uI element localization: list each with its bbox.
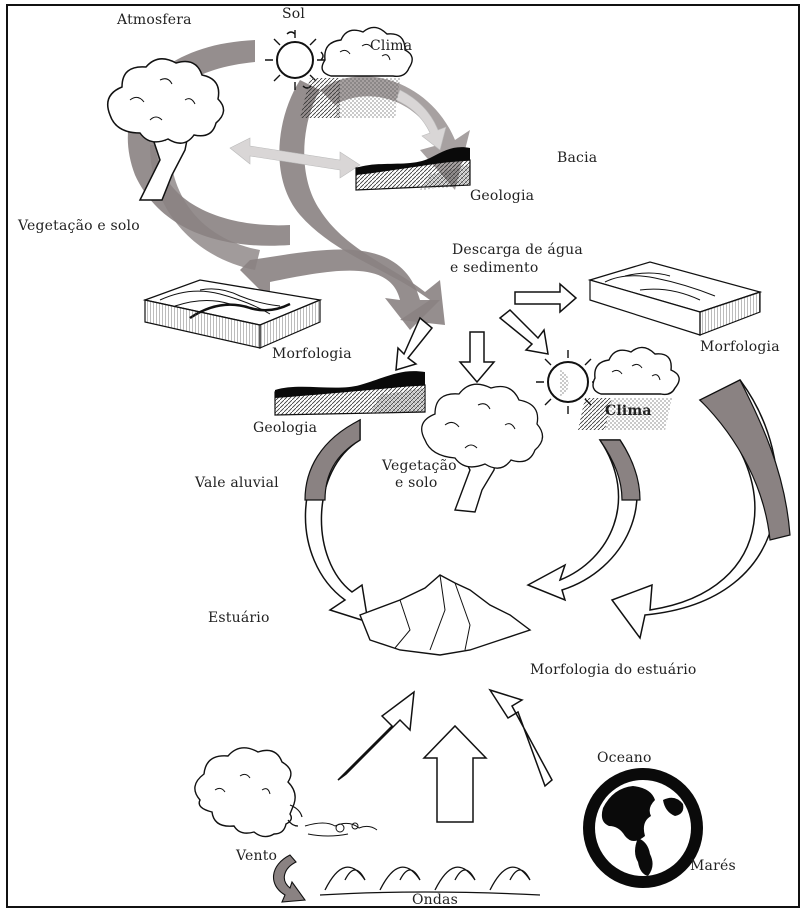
label-vegetacao-line2: e solo bbox=[395, 475, 438, 491]
label-descarga-line1: Descarga de água bbox=[452, 242, 583, 258]
label-vegetacao-solo-top: Vegetação e solo bbox=[18, 218, 140, 234]
label-morfologia-left: Morfologia bbox=[272, 346, 352, 362]
waves-icon bbox=[319, 866, 541, 896]
bottom-arrows bbox=[337, 688, 553, 823]
label-oceano: Oceano bbox=[597, 750, 652, 766]
label-sol: Sol bbox=[282, 6, 306, 22]
vegetation-geology-arrow bbox=[229, 137, 361, 179]
label-vento: Vento bbox=[236, 848, 278, 864]
morphology-right-block bbox=[587, 261, 763, 336]
terrain-block-geology-mid bbox=[274, 371, 426, 416]
tree-icon bbox=[107, 58, 225, 201]
wind-face-icon bbox=[194, 747, 378, 838]
label-mares: Marés bbox=[690, 858, 736, 874]
sun-icon bbox=[265, 30, 325, 90]
cloud-rain-icon-mid bbox=[578, 346, 680, 430]
label-morfologia-right: Morfologia bbox=[700, 339, 780, 355]
label-descarga-line2: e sedimento bbox=[450, 260, 539, 276]
cloud-rain-icon bbox=[300, 26, 413, 118]
mountain-icon bbox=[359, 574, 532, 656]
terrain-block-icon bbox=[355, 147, 471, 191]
wind-to-waves-arrow bbox=[273, 854, 307, 903]
label-morfologia-estuario: Morfologia do estuário bbox=[530, 662, 697, 678]
label-bacia: Bacia bbox=[557, 150, 598, 166]
label-geologia-top: Geologia bbox=[470, 188, 535, 204]
label-atmosfera: Atmosfera bbox=[117, 12, 192, 28]
label-clima-top: Clima bbox=[370, 38, 413, 54]
label-estuario: Estuário bbox=[208, 610, 270, 626]
morphology-to-estuary-arrow bbox=[610, 379, 791, 640]
label-ondas: Ondas bbox=[412, 892, 458, 908]
morphology-left-block bbox=[142, 279, 323, 349]
label-vale-aluvial: Vale aluvial bbox=[195, 475, 279, 491]
globe-icon bbox=[583, 768, 703, 888]
label-vegetacao-line1: Vegetação bbox=[382, 458, 457, 474]
label-clima-mid: Clima bbox=[605, 403, 652, 419]
label-geologia-mid: Geologia bbox=[253, 420, 318, 436]
discharge-arrows bbox=[395, 282, 578, 384]
valley-to-estuary-arrow bbox=[304, 418, 369, 624]
tree-icon-mid bbox=[421, 383, 544, 513]
climate-to-estuary-arrow bbox=[526, 439, 641, 602]
climate-geology-arrow bbox=[395, 89, 447, 151]
